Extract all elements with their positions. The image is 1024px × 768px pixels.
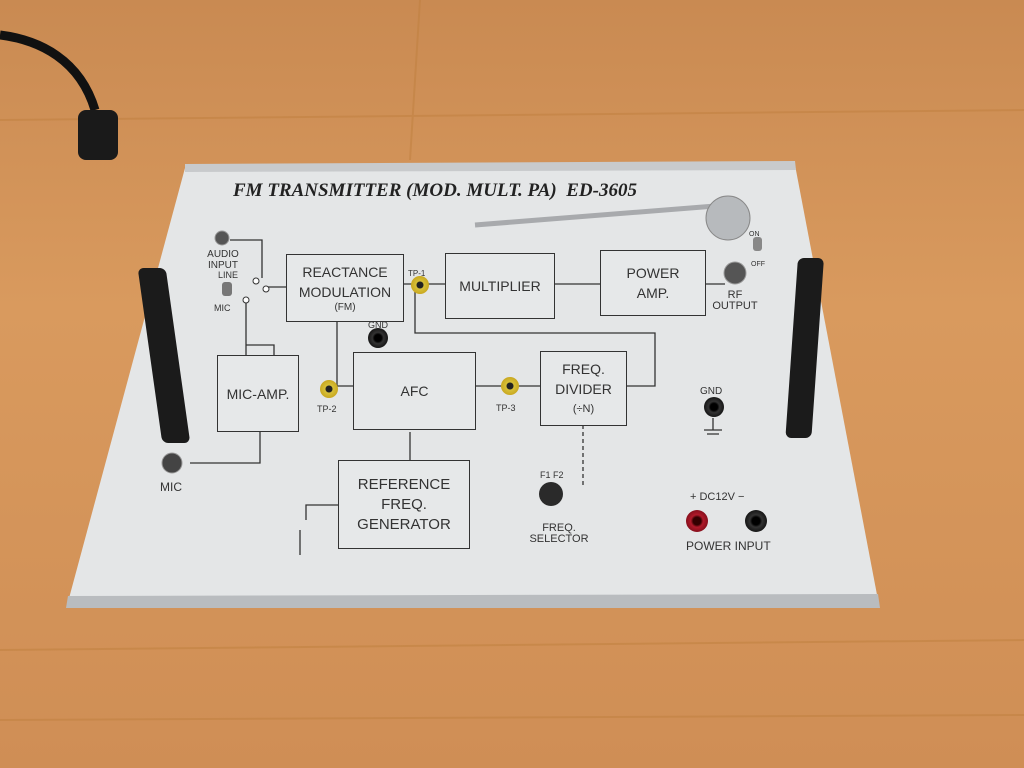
block-label: MODULATION: [298, 284, 392, 300]
power-input-label: POWER INPUT: [686, 539, 771, 553]
line-mic-switch[interactable]: [222, 282, 232, 296]
gnd-jack-right[interactable]: [704, 397, 724, 417]
audio-input-jack: [214, 230, 230, 246]
tp3-label: TP-3: [496, 403, 516, 413]
block-label: MIC-AMP.: [226, 385, 290, 402]
tp2-label: TP-2: [317, 404, 337, 414]
line-label: LINE: [218, 270, 239, 280]
tp1-test-point[interactable]: [411, 276, 429, 294]
afc-block: AFC: [353, 352, 476, 430]
block-label: REACTANCE: [302, 264, 388, 280]
block-label: POWER: [626, 265, 680, 281]
gnd-label-center: GND: [368, 320, 388, 330]
gnd-jack-center[interactable]: [368, 328, 388, 348]
mic-amp-block: MIC-AMP.: [217, 355, 299, 432]
block-label: FREQ.: [562, 360, 605, 377]
rf-output-connector: [723, 261, 747, 285]
antenna: [474, 202, 729, 228]
multiplier-block: MULTIPLIER: [445, 253, 555, 319]
block-label: DIVIDER: [555, 380, 612, 397]
reactance-modulation-block: REACTANCE MODULATION (FM): [286, 254, 404, 322]
reference-freq-generator-block: REFERENCE FREQ. GENERATOR: [338, 460, 470, 549]
tp1-label: TP-1: [408, 269, 426, 278]
panel-title: FM TRANSMITTER (MOD. MULT. PA) ED-3605: [233, 180, 637, 201]
rf-on-off-switch[interactable]: [753, 237, 762, 251]
block-label: MULTIPLIER: [459, 278, 541, 294]
block-label: AMP.: [636, 285, 670, 301]
mic-switch-label: MIC: [214, 303, 231, 313]
block-label: AFC: [400, 383, 429, 399]
freq-selector-label: FREQ. SELECTOR: [529, 522, 589, 545]
right-handle: [785, 258, 824, 438]
block-label: REFERENCE: [357, 475, 451, 493]
dc12v-label: + DC12V −: [690, 491, 745, 503]
tp3-test-point[interactable]: [501, 377, 519, 395]
tp2-test-point[interactable]: [320, 380, 338, 398]
block-label: GENERATOR: [357, 515, 451, 533]
block-label: (FM): [334, 302, 356, 313]
power-plug: [78, 110, 118, 160]
power-positive-jack[interactable]: [686, 510, 708, 532]
power-negative-jack[interactable]: [745, 510, 767, 532]
gnd-label-right: GND: [700, 386, 723, 397]
audio-input-label: AUDIO INPUT: [207, 249, 239, 271]
rf-output-label: RF OUTPUT: [712, 289, 758, 312]
panel-edge: [66, 594, 880, 608]
freq-divider-block: FREQ. DIVIDER (÷N): [540, 351, 627, 426]
mic-label: MIC: [160, 480, 182, 494]
block-label: (÷N): [572, 402, 595, 415]
power-amp-block: POWER AMP.: [600, 250, 706, 316]
on-label: ON: [749, 231, 760, 238]
antenna-base: [705, 195, 751, 241]
block-label: FREQ.: [381, 495, 427, 513]
power-cable: [0, 30, 100, 112]
freq-selector-knob: [539, 482, 563, 506]
off-label: OFF: [751, 261, 765, 268]
left-handle: [138, 268, 190, 443]
f1-f2-label: F1 F2: [540, 470, 564, 480]
mic-jack: [161, 452, 183, 474]
